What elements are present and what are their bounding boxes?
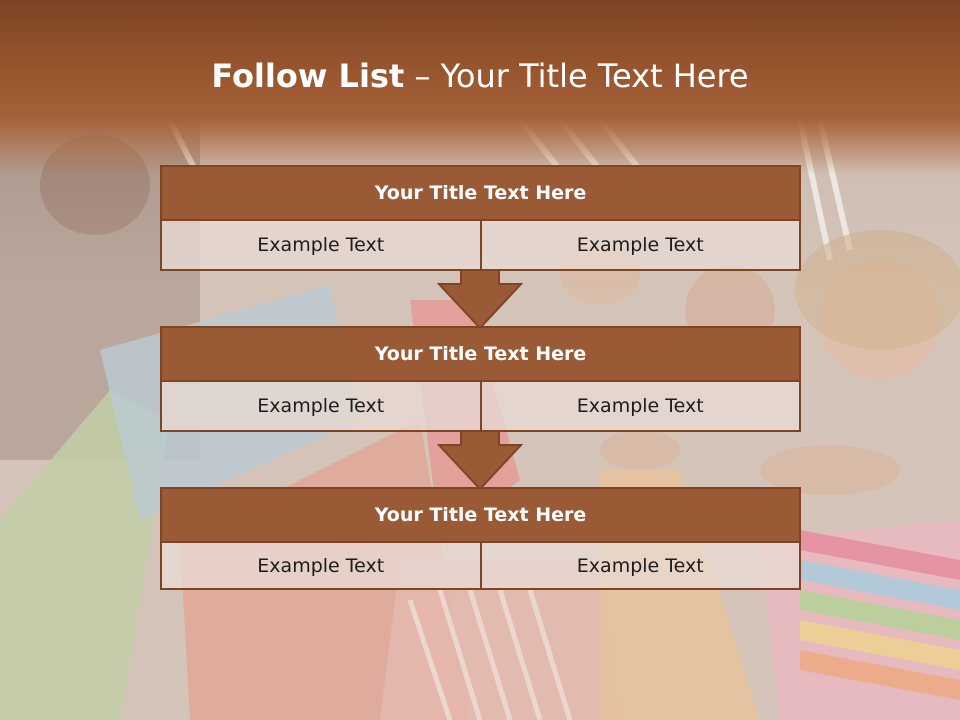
- block-title: Your Title Text Here: [160, 487, 801, 543]
- follow-block-2: Your Title Text Here Example Text Exampl…: [160, 326, 801, 432]
- slide-title: Follow List – Your Title Text Here: [0, 54, 960, 98]
- block-cells: Example Text Example Text: [160, 221, 801, 271]
- block-cell-right: Example Text: [481, 543, 801, 590]
- block-cell-right: Example Text: [481, 382, 801, 432]
- block-cell-left: Example Text: [160, 382, 482, 432]
- down-arrow-icon: [437, 431, 523, 491]
- block-cells: Example Text Example Text: [160, 543, 801, 590]
- header-band: [0, 0, 960, 175]
- block-title: Your Title Text Here: [160, 165, 801, 221]
- follow-block-3: Your Title Text Here Example Text Exampl…: [160, 487, 801, 590]
- follow-block-1: Your Title Text Here Example Text Exampl…: [160, 165, 801, 271]
- title-bold: Follow List: [211, 57, 405, 95]
- block-title: Your Title Text Here: [160, 326, 801, 382]
- block-cells: Example Text Example Text: [160, 382, 801, 432]
- block-cell-left: Example Text: [160, 221, 482, 271]
- down-arrow-icon: [437, 270, 523, 330]
- block-cell-left: Example Text: [160, 543, 482, 590]
- block-cell-right: Example Text: [481, 221, 801, 271]
- title-rest: – Your Title Text Here: [404, 57, 749, 95]
